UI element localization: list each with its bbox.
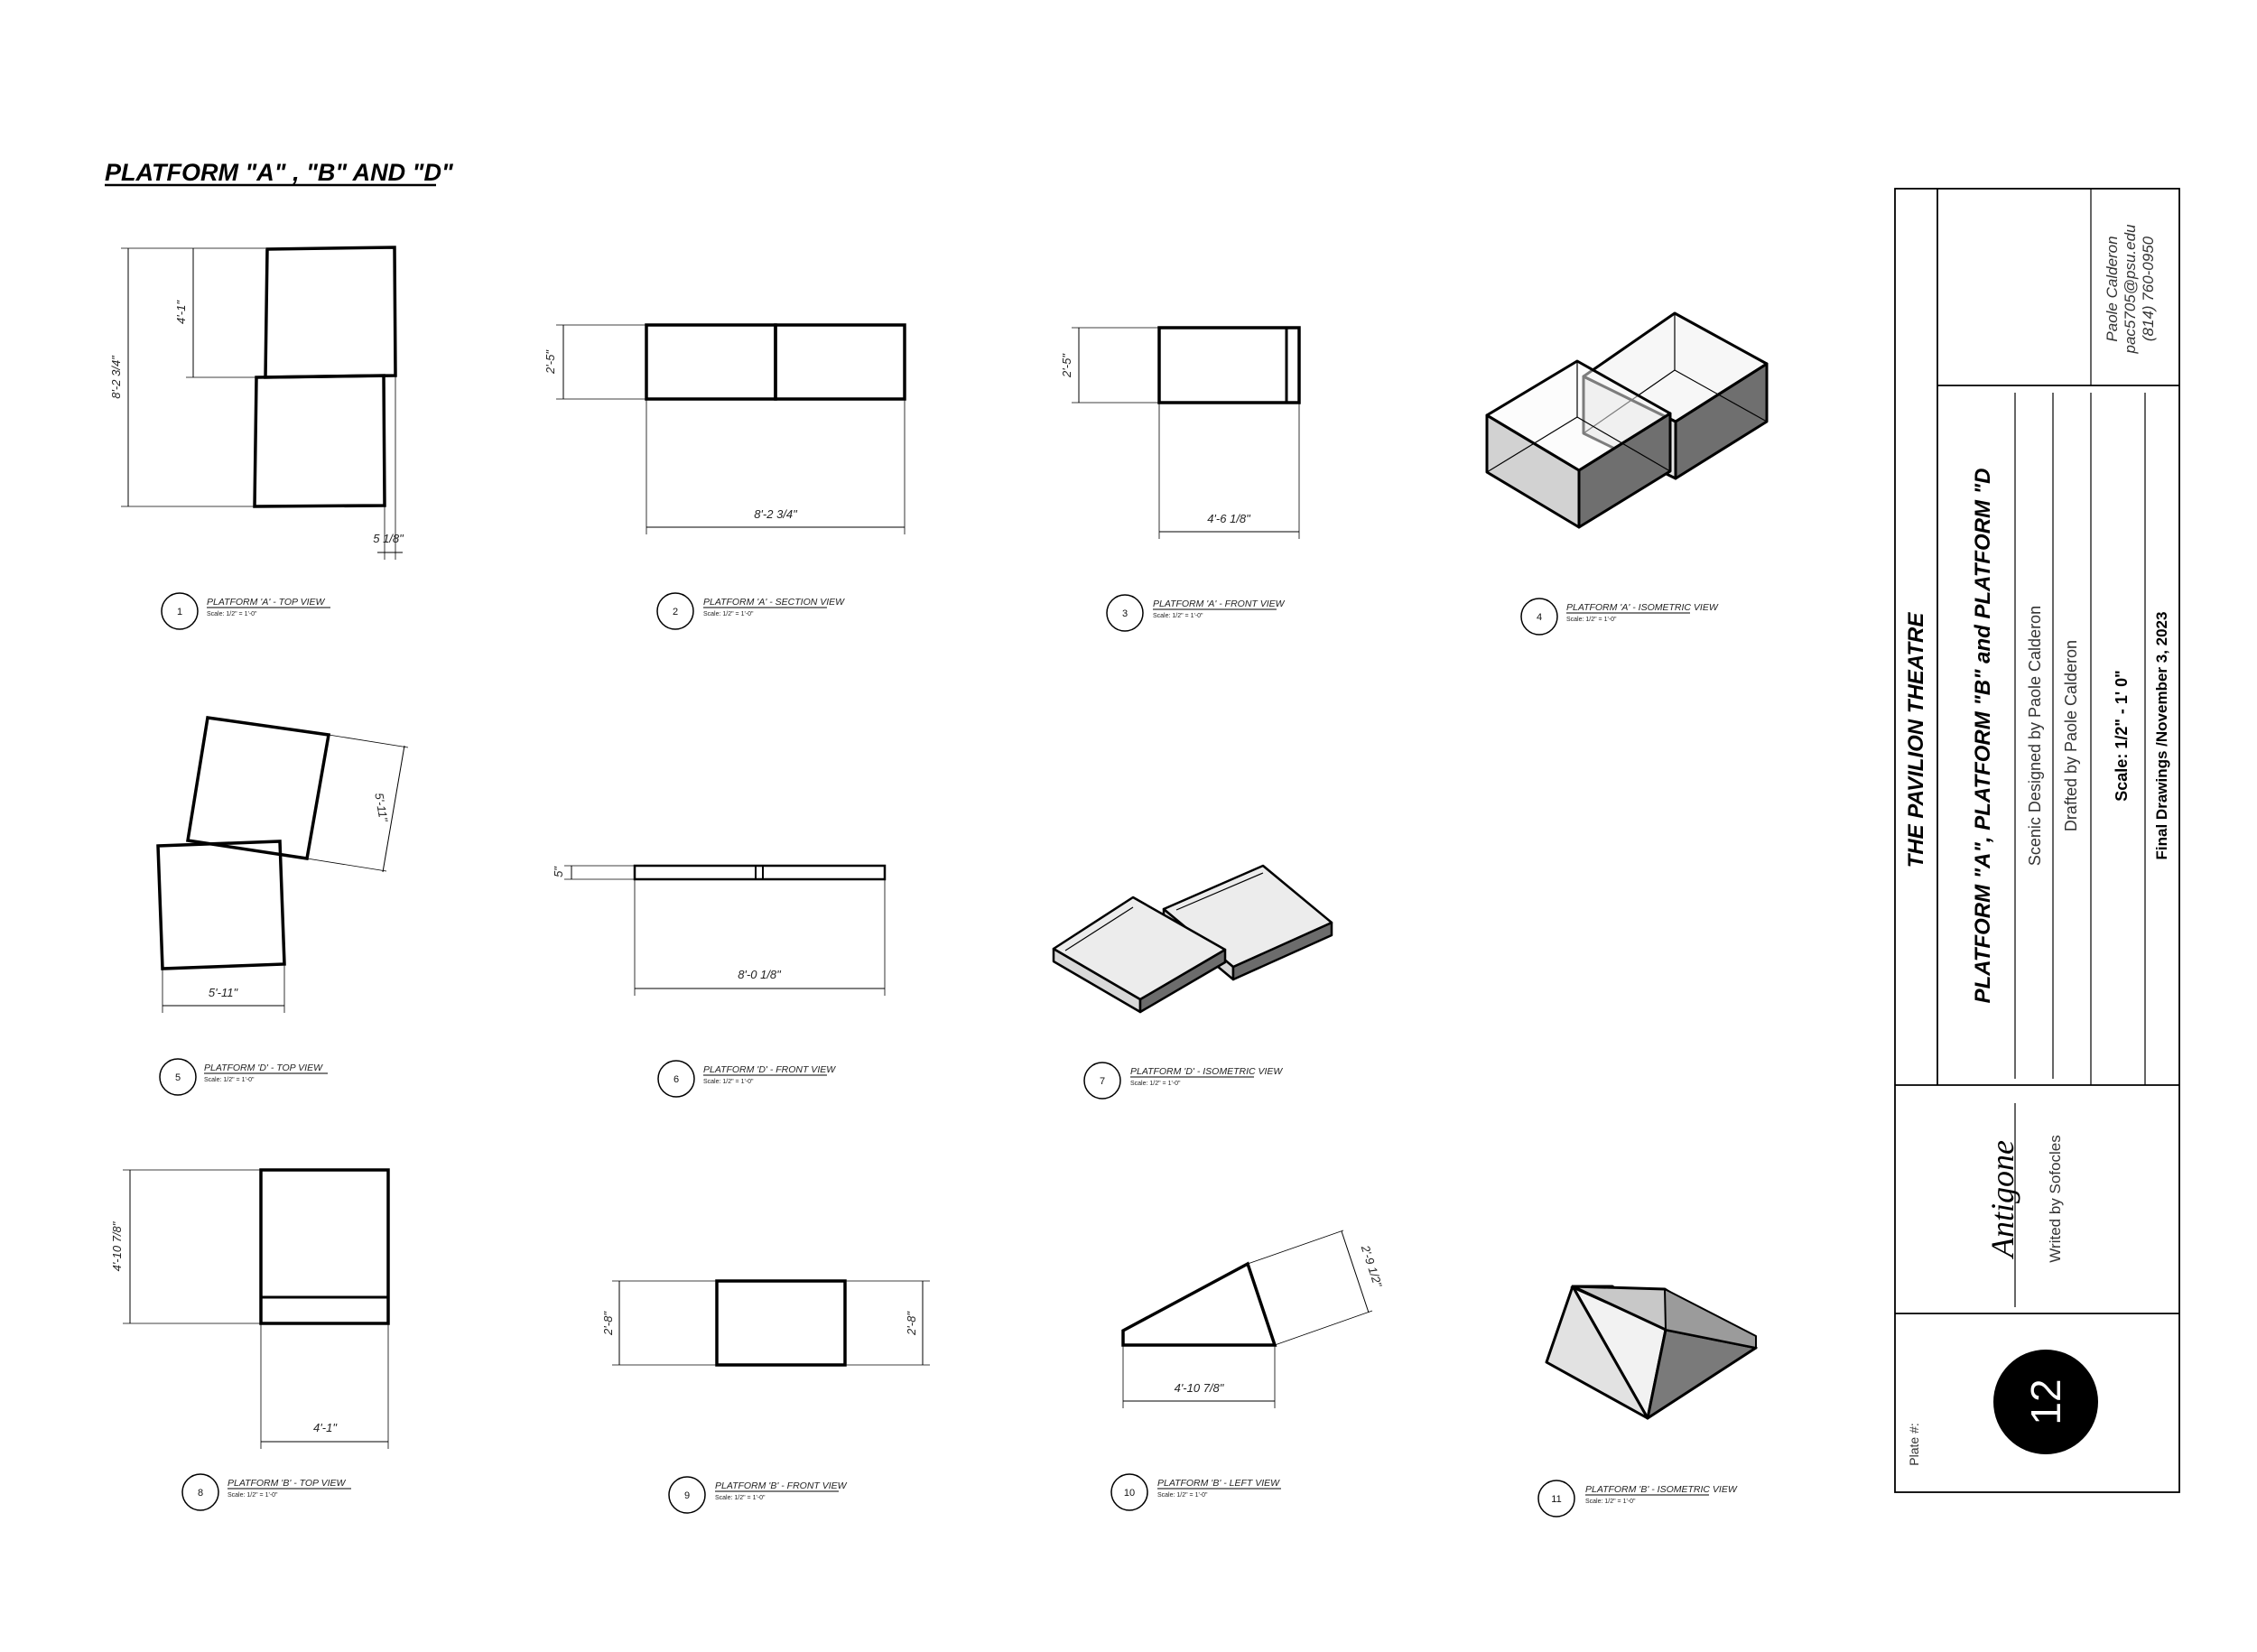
drafted-name: Paole Calderon [2062,640,2080,752]
view-number-circle [1106,594,1144,632]
view-number-circle [657,1060,695,1098]
view-9-drawing [612,1279,930,1367]
view-number-circle [159,1058,197,1096]
view-number-circle [1520,598,1558,636]
view-5-drawing [156,716,409,1013]
view-10-drawing [1121,1230,1373,1408]
scenic-prefix: Scenic Designed by [2026,718,2044,866]
view-label: PLATFORM 'B' - LEFT VIEW [1157,1478,1280,1489]
view-scale: Scale: 1/2" = 1'-0" [1566,617,1617,623]
view-scale: Scale: 1/2" = 1'-0" [1585,1499,1636,1505]
view-number-circle [1537,1480,1575,1517]
view-number: 1 [177,607,182,617]
v1-offset-dim: 5 1/8" [373,532,404,545]
show-title: Antigone [1984,1140,2020,1259]
view-number: 10 [1124,1488,1135,1499]
view-label: PLATFORM 'A' - FRONT VIEW [1153,599,1286,609]
scale-note: Scale: 1/2" - 1' 0" [2113,670,2131,801]
view-scale: Scale: 1/2" = 1'-0" [1130,1081,1181,1087]
scenic-credit: Scenic Designed by Paole Calderon [2026,606,2044,866]
view-number: 7 [1100,1076,1105,1087]
v8-height-dim: 4'-10 7/8" [110,1220,124,1271]
view-3-drawing [1072,326,1301,539]
drafted-prefix: Drafted by [2062,752,2080,831]
view-label: PLATFORM 'B' - ISOMETRIC VIEW [1585,1484,1738,1495]
v6-height-dim: 5" [552,866,565,877]
view-1-drawing [121,246,403,560]
view-number-circle [161,592,199,630]
view-number: 4 [1537,612,1542,623]
v2-width-dim: 8'-2 3/4" [754,507,798,521]
contact-phone: (814) 760-0950 [2140,236,2157,341]
view-number: 5 [175,1072,181,1083]
v5-side-dim: 5'-11" [372,792,391,824]
v3-width-dim: 4'-6 1/8" [1207,512,1251,525]
writer-credit: Writed by Sofocles [2047,1135,2064,1262]
v3-height-dim: 2'-5" [1060,353,1073,378]
view-number: 2 [673,607,678,617]
theatre-name: THE PAVILION THEATRE [1904,612,1928,868]
view-label: PLATFORM 'B' - FRONT VIEW [715,1480,848,1491]
contact-name: Paole Calderon [2104,236,2121,341]
view-number: 3 [1122,608,1128,619]
view-7-drawing [1052,864,1333,1014]
v2-height-dim: 2'-5" [543,349,557,375]
v9-left-dim: 2'-8" [601,1311,615,1336]
view-label: PLATFORM 'D' - TOP VIEW [204,1063,323,1073]
view-label: PLATFORM 'D' - FRONT VIEW [703,1064,836,1075]
view-8-drawing [123,1168,390,1449]
v8-width-dim: 4'-1" [313,1421,338,1434]
contact-email: pac5705@psu.edu [2122,224,2139,355]
view-scale: Scale: 1/2" = 1'-0" [703,1079,754,1085]
v5-width-dim: 5'-11" [209,986,239,999]
plate-number: 12 [2022,1378,2069,1425]
view-number-circle [656,592,694,630]
v6-width-dim: 8'-0 1/8" [738,968,782,981]
scenic-name: Paole Calderon [2026,606,2044,718]
drafted-credit: Drafted by Paole Calderon [2062,640,2080,831]
view-scale: Scale: 1/2" = 1'-0" [703,611,754,617]
view-number: 9 [684,1490,690,1501]
view-label: PLATFORM 'A' - ISOMETRIC VIEW [1566,602,1719,613]
drawing-title: PLATFORM "A", PLATFORM "B" and PLATFORM … [1971,469,1995,1004]
view-scale: Scale: 1/2" = 1'-0" [715,1495,766,1501]
view-labels: 1 PLATFORM 'A' - TOP VIEW Scale: 1/2" = 1'… [159,592,1738,1517]
view-scale: Scale: 1/2" = 1'-0" [228,1492,278,1499]
view-scale: Scale: 1/2" = 1'-0" [204,1077,255,1083]
view-number: 11 [1551,1494,1561,1505]
view-6-drawing [564,864,887,996]
v10-slope-dim: 2'-9 1/2" [1358,1243,1385,1290]
view-label: PLATFORM 'A' - SECTION VIEW [703,597,845,608]
view-number-circle [1110,1473,1148,1511]
view-4-drawing [1485,311,1769,529]
plate-badge [1993,1350,2098,1454]
view-11-drawing [1545,1285,1758,1420]
view-label: PLATFORM 'A' - TOP VIEW [207,597,325,608]
sheet-title: PLATFORM "A" , "B" AND "D" [105,159,454,186]
view-number-circle [1083,1062,1121,1100]
v1-height-dim: 8'-2 3/4" [109,355,123,399]
v9-right-dim: 2'-8" [905,1311,918,1336]
title-block [1894,188,2180,1493]
v10-width-dim: 4'-10 7/8" [1175,1381,1225,1395]
final-drawings-date: Final Drawings /November 3, 2023 [2153,612,2170,860]
view-label: PLATFORM 'D' - ISOMETRIC VIEW [1130,1066,1283,1077]
view-number: 6 [673,1074,679,1085]
view-number-circle [668,1476,706,1514]
view-scale: Scale: 1/2" = 1'-0" [1153,613,1203,619]
v1-upper-dim: 4'-1" [174,300,188,324]
view-scale: Scale: 1/2" = 1'-0" [1157,1492,1208,1499]
view-label: PLATFORM 'B' - TOP VIEW [228,1478,346,1489]
view-scale: Scale: 1/2" = 1'-0" [207,611,257,617]
view-number-circle [181,1473,219,1511]
view-2-drawing [556,323,906,534]
view-number: 8 [198,1488,203,1499]
plate-label: Plate #: [1907,1423,1921,1465]
